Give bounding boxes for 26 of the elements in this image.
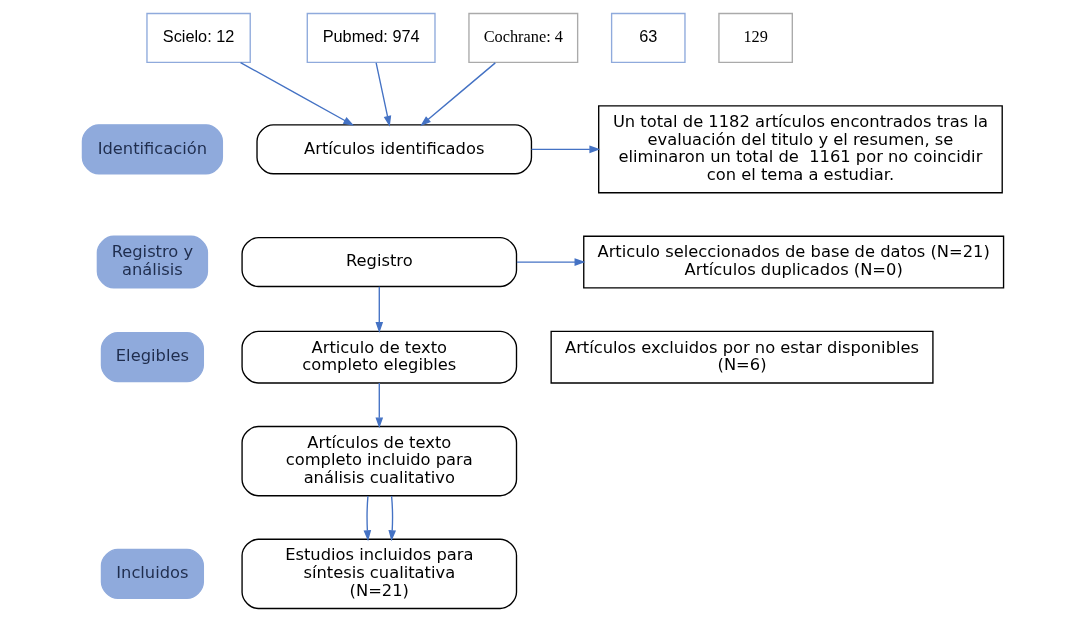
node-box: Incluidos <box>100 548 204 599</box>
node-box: Articulo seleccionados de base de datos (N=21) Artículos duplicados (N=0) <box>582 235 1004 289</box>
node-box: Cochrane: 4 <box>467 12 578 64</box>
node-box: Articulo de texto completo elegibles <box>240 330 517 384</box>
node-box: Scielo: 12 <box>145 12 251 64</box>
arrow <box>363 495 371 542</box>
node-box: Un total de 1182 artículos encontrados tras la evaluación del titulo y el resumen, se eliminaron un total de 1161 por no coincidir con el tema a estudiar. <box>597 105 1003 194</box>
arrow <box>374 62 391 127</box>
node-box: Estudios incluidos para síntesis cualitativa (N=21) <box>240 538 517 610</box>
arrow <box>530 145 600 154</box>
node-box: 129 <box>717 12 793 64</box>
node-box: Artículos identificados <box>255 124 532 175</box>
node-box: Elegibles <box>100 332 204 383</box>
node-box: Artículos excluidos por no estar disponibles (N=6) <box>549 330 934 384</box>
arrow <box>239 61 354 126</box>
arrow <box>419 62 496 127</box>
arrow <box>387 495 396 542</box>
arrow <box>375 382 383 429</box>
node-box: Pubmed: 974 <box>306 12 436 64</box>
node-box: Registro <box>240 236 517 288</box>
arrow <box>515 258 585 266</box>
arrow <box>375 286 383 333</box>
node-box: Artículos de texto completo incluido para análisis cualitativo <box>240 425 517 497</box>
node-box: 63 <box>610 12 686 64</box>
node-box: Registro y análisis <box>96 235 208 289</box>
node-box: Identificación <box>81 124 223 175</box>
